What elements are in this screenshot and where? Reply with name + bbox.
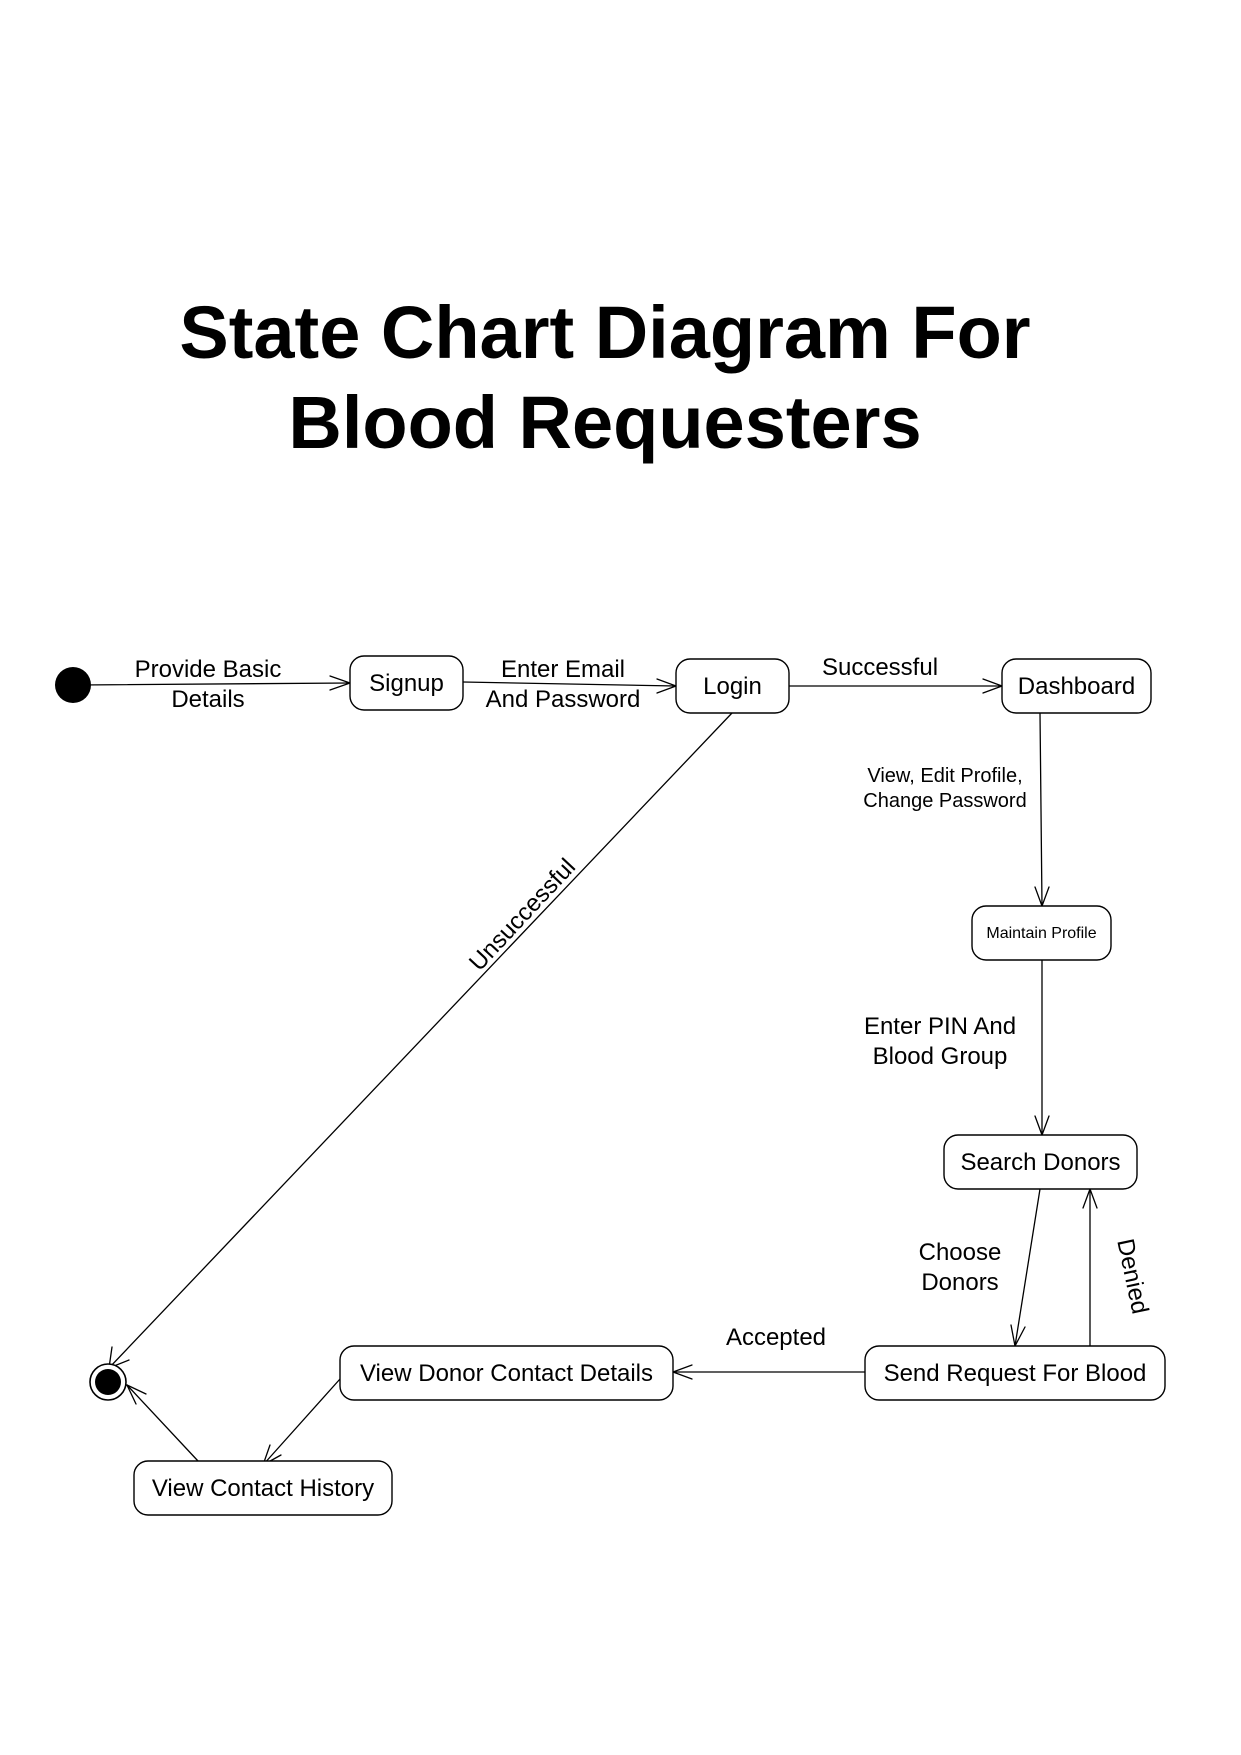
label-enter-email-password-line-2: And Password (486, 686, 641, 713)
label-provide-basic-details-line-2: Details (171, 686, 244, 713)
final-state-node (89, 1363, 127, 1401)
state-maintain-profile: Maintain Profile (971, 905, 1112, 961)
diagram-title: State Chart Diagram For Blood Requesters (0, 288, 1210, 468)
state-maintain-profile-label: Maintain Profile (986, 925, 1096, 942)
label-choose-donors-line-2: Donors (921, 1269, 998, 1296)
state-send-request-label: Send Request For Blood (884, 1360, 1147, 1387)
transition-maintain-profile-to-search-donors (1034, 959, 1050, 1136)
state-login-label: Login (703, 673, 762, 700)
transition-login-to-dashboard (788, 678, 1003, 694)
state-login: Login (675, 658, 790, 714)
diagram-title-line-1: State Chart Diagram For (179, 291, 1031, 374)
transition-send-request-to-search-denied (1082, 1188, 1098, 1347)
state-send-request: Send Request For Blood (864, 1345, 1166, 1401)
label-enter-pin-blood-group-line-1: Enter PIN And (864, 1013, 1016, 1040)
transition-login-to-final (108, 712, 733, 1369)
state-search-donors-label: Search Donors (960, 1149, 1120, 1176)
label-enter-pin-blood-group: Enter PIN And Blood Group (864, 1013, 1016, 1070)
label-view-edit-profile-line-1: View, Edit Profile, (867, 765, 1022, 787)
state-signup: Signup (349, 655, 464, 711)
label-unsuccessful: Unsuccessful (464, 853, 581, 976)
transition-search-to-send-request (1010, 1188, 1041, 1347)
state-view-donor-contact: View Donor Contact Details (339, 1345, 674, 1401)
state-signup-label: Signup (369, 670, 444, 697)
label-enter-pin-blood-group-line-2: Blood Group (873, 1043, 1008, 1070)
label-view-edit-profile-line-2: Change Password (863, 790, 1026, 812)
label-denied: Denied (1111, 1236, 1153, 1316)
label-enter-email-password: Enter Email And Password (486, 656, 641, 713)
label-accepted: Accepted (726, 1324, 826, 1351)
state-dashboard-label: Dashboard (1018, 673, 1135, 700)
initial-state-node (55, 667, 91, 703)
label-provide-basic-details-line-1: Provide Basic (135, 656, 282, 683)
transition-view-contact-to-history (262, 1378, 341, 1466)
transition-dashboard-to-maintain-profile (1034, 712, 1050, 907)
state-view-donor-contact-label: View Donor Contact Details (360, 1360, 653, 1387)
diagram-title-line-2: Blood Requesters (288, 381, 922, 464)
state-dashboard: Dashboard (1001, 658, 1152, 714)
transition-send-request-to-view-contact (672, 1364, 866, 1380)
state-search-donors: Search Donors (943, 1134, 1138, 1190)
label-successful: Successful (822, 654, 938, 681)
label-enter-email-password-line-1: Enter Email (501, 656, 625, 683)
label-provide-basic-details: Provide Basic Details (135, 656, 282, 713)
state-view-contact-history: View Contact History (133, 1460, 393, 1516)
label-view-edit-profile: View, Edit Profile, Change Password (863, 765, 1026, 812)
label-choose-donors-line-1: Choose (919, 1239, 1002, 1266)
transition-history-to-final (126, 1384, 199, 1462)
label-choose-donors: Choose Donors (919, 1239, 1002, 1296)
state-view-contact-history-label: View Contact History (152, 1475, 374, 1502)
